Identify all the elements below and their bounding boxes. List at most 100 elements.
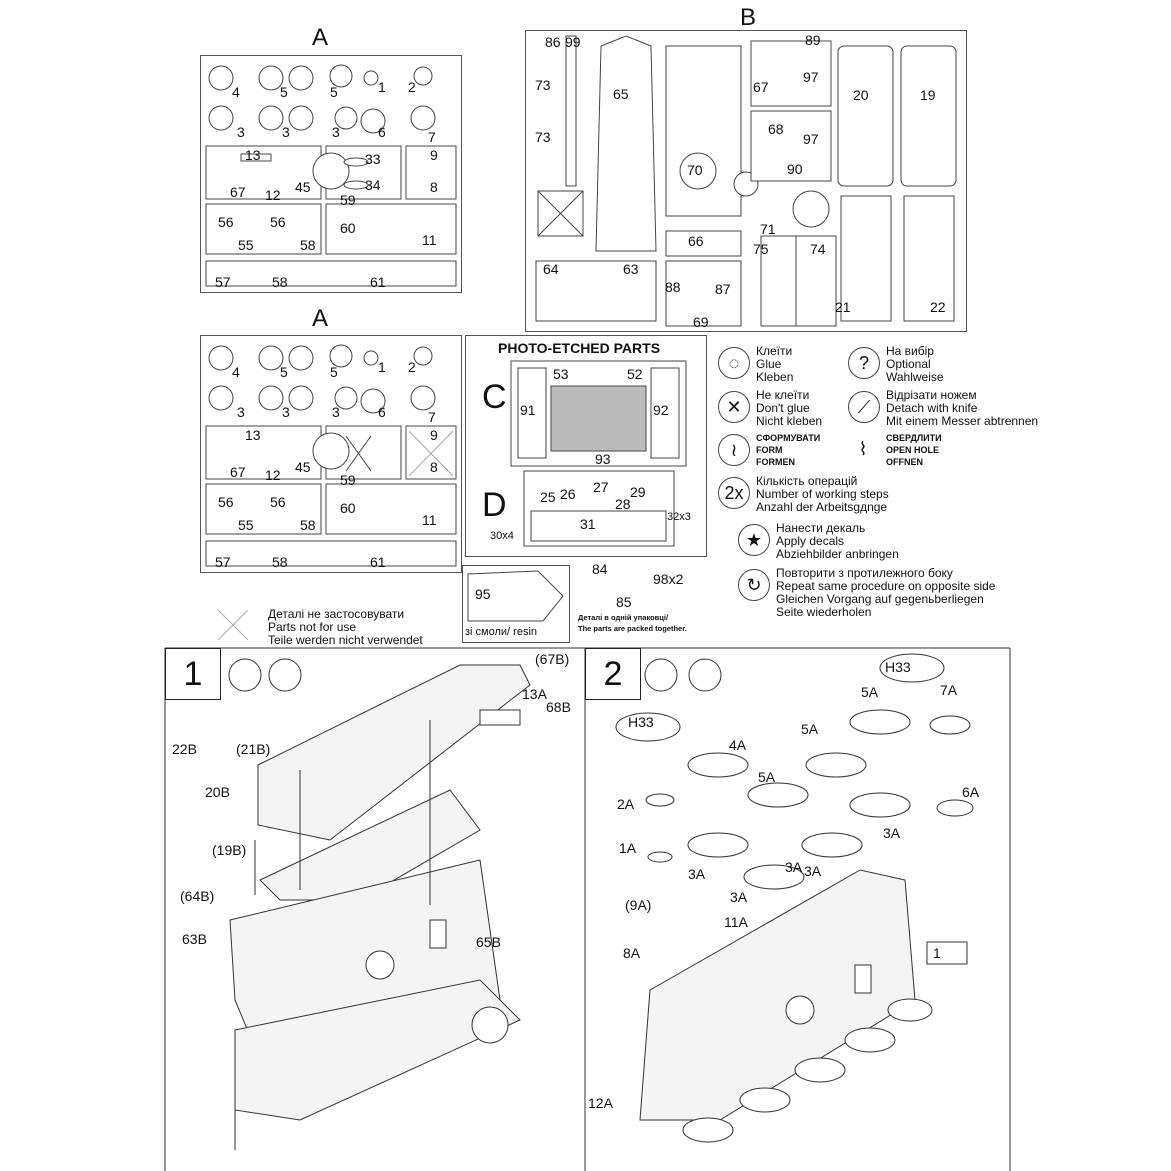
sprue-b-part-label: 66 <box>688 233 704 249</box>
sprue-a2-part-label: 3 <box>332 404 340 420</box>
legend-line: Detach with knife <box>886 401 978 415</box>
sprue-a2-part-label: 5 <box>330 364 338 380</box>
sprue-a2-part-label: 12 <box>265 467 281 483</box>
sprue-a-part-label: 3 <box>332 124 340 140</box>
packed-part-label: 98x2 <box>653 571 684 587</box>
step-2-number: 2 <box>585 648 641 700</box>
sprue-b-part-label: 86 <box>545 34 561 50</box>
sprue-a-drawing <box>205 64 457 287</box>
sprue-b-part-label: 69 <box>693 314 709 330</box>
legend-line: Gleichen Vorgang auf gegenьberliegen <box>776 592 984 606</box>
sprue-b-part-label: 63 <box>623 261 639 277</box>
sprue-a2-part-label: 2 <box>408 359 416 375</box>
sprue-b-title: B <box>740 4 757 31</box>
sprue-b <box>525 30 967 332</box>
sprue-a2-part-label: 67 <box>230 464 246 480</box>
sprue-a-part-label: 3 <box>237 124 245 140</box>
legend-line: Repeat same procedure on opposite side <box>776 579 996 593</box>
no-glue-icon: ✕ <box>718 391 750 423</box>
sprue-a2-part-label: 8 <box>430 459 438 475</box>
sprue-b-part-label: 73 <box>535 129 551 145</box>
glue-icon: ◌ <box>718 347 750 379</box>
step1-callout: 13A <box>522 686 547 702</box>
step2-callout: 5A <box>758 769 776 785</box>
resin-part-number: 95 <box>475 586 491 602</box>
sprue-a-part-label: 34 <box>365 177 381 193</box>
packed-caption-en: The parts are packed together. <box>578 624 687 633</box>
sprue-a-part-label: 13 <box>245 147 261 163</box>
photo-etched-drawing <box>510 360 687 547</box>
step2-callout: 8A <box>623 945 641 961</box>
knife-icon: ⟋ <box>848 391 880 423</box>
sprue-a-part-label: 4 <box>232 84 240 100</box>
photo-etched-part-label: 25 <box>540 489 556 505</box>
not-for-use-ua: Деталі не застосовувати <box>268 607 405 621</box>
sprue-a2-part-label: 4 <box>232 364 240 380</box>
not-for-use-de: Teile werden nicht verwendet <box>268 633 423 647</box>
step2-callout: 3A <box>804 863 822 879</box>
drill-icon: ⌇ <box>858 439 868 459</box>
not-for-use-text: Деталі не застосовувати Parts not for us… <box>268 608 423 647</box>
step2-callout: 2A <box>617 796 635 812</box>
photo-etched-part-label: 92 <box>653 402 669 418</box>
repeat-icon: ↻ <box>738 569 770 601</box>
step2-callout: 6A <box>962 784 980 800</box>
sprue-a-part-label: 61 <box>370 274 386 290</box>
legend-line: СФОРМУВАТИ <box>756 433 821 443</box>
sprue-a-second <box>200 335 462 573</box>
sprue-a2-title: A <box>312 305 329 332</box>
sprue-b-part-label: 74 <box>810 241 826 257</box>
sprue-a-part-label: 2 <box>408 79 416 95</box>
packed-caption: Деталі в одній упаковці/ The parts are p… <box>578 612 687 634</box>
photo-etched-part-label: 52 <box>627 366 643 382</box>
step1-callout: 20B <box>205 784 230 800</box>
sprue-a-part-label: 1 <box>378 79 386 95</box>
legend-line: OFFNEN <box>886 457 923 467</box>
optional-icon: ? <box>848 347 880 379</box>
sprue-a2-part-label: 61 <box>370 554 386 570</box>
sprue-b-part-label: 19 <box>920 87 936 103</box>
legend-line: Клеїти <box>756 344 793 358</box>
photo-etched-part-label: 30x4 <box>490 530 514 542</box>
legend-line: Number of working steps <box>756 487 889 501</box>
step2-callout: 4A <box>729 737 747 753</box>
legend-line: Glue <box>756 357 782 371</box>
sprue-a-part-label: 55 <box>238 237 254 253</box>
sprue-a-part-label: 6 <box>378 124 386 140</box>
sprue-a-part-label: 5 <box>280 84 288 100</box>
legend-line: FORM <box>756 445 783 455</box>
step2-callout: 7A <box>940 682 958 698</box>
sprue-a-part-label: 9 <box>430 147 438 163</box>
sprue-a-part-label: 59 <box>340 192 356 208</box>
photo-etched-panel: PHOTO-ETCHED PARTS C D <box>465 335 707 557</box>
step2-callout: 1A <box>619 840 637 856</box>
photo-etched-part-label: 28 <box>615 496 631 512</box>
sprue-b-part-label: 88 <box>665 279 681 295</box>
step2-callout: 1 <box>933 945 941 961</box>
step1-callout: 65B <box>476 934 501 950</box>
sprue-a2-part-label: 6 <box>378 404 386 420</box>
sprue-a2-part-label: 1 <box>378 359 386 375</box>
sprue-b-part-label: 71 <box>760 221 776 237</box>
step2-callout: 3A <box>730 889 748 905</box>
legend-line: Відрізати ножем <box>886 388 977 402</box>
legend-line: На вибір <box>886 344 934 358</box>
sprue-b-part-label: 90 <box>787 161 803 177</box>
step2-callout: H33 <box>628 714 654 730</box>
not-for-use-en: Parts not for use <box>268 620 357 634</box>
photo-etched-part-label: 27 <box>593 479 609 495</box>
sprue-a-part-label: 56 <box>270 214 286 230</box>
photo-etched-part-label: 32x3 <box>667 511 691 523</box>
sprue-a2-part-label: 45 <box>295 459 311 475</box>
legend-line: Nicht kleben <box>756 414 823 428</box>
sprue-a2-part-label: 5 <box>280 364 288 380</box>
legend-line: Повторити з протилежного боку <box>776 566 953 580</box>
sprue-a2-part-label: 3 <box>237 404 245 420</box>
legend-line: Apply decals <box>776 534 845 548</box>
step2-callout: 3A <box>785 859 803 875</box>
sprue-b-part-label: 67 <box>753 79 769 95</box>
